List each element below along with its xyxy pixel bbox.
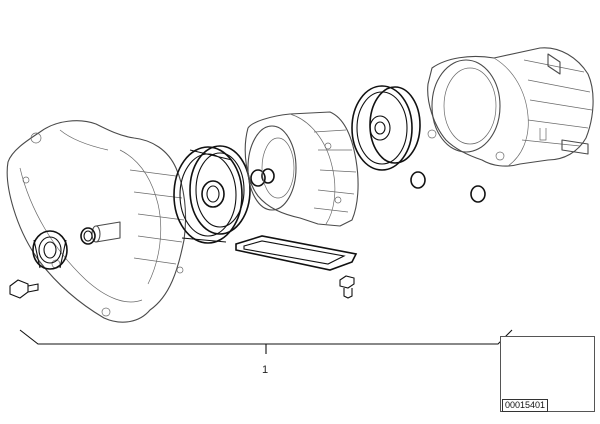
- transmission-case: [427, 47, 594, 167]
- assembly-bracket: [19, 329, 513, 354]
- pump-seal: [201, 180, 225, 208]
- gasket-pair-right: [351, 85, 421, 171]
- bell-housing: [6, 120, 187, 323]
- o-rings: [250, 168, 275, 187]
- oil-pan-gasket: [235, 235, 358, 271]
- radial-shaft-seal: [32, 230, 68, 270]
- callout-label: 1: [262, 364, 269, 376]
- shaft-ring: [80, 227, 96, 245]
- gasket-ring-right: [189, 145, 251, 235]
- hex-bolt-center: [339, 275, 355, 299]
- hex-bolt-left: [9, 279, 39, 299]
- diagram-image-id: 00015401: [502, 399, 549, 412]
- intermediate-housing: [244, 111, 359, 227]
- snap-rings: [410, 171, 486, 203]
